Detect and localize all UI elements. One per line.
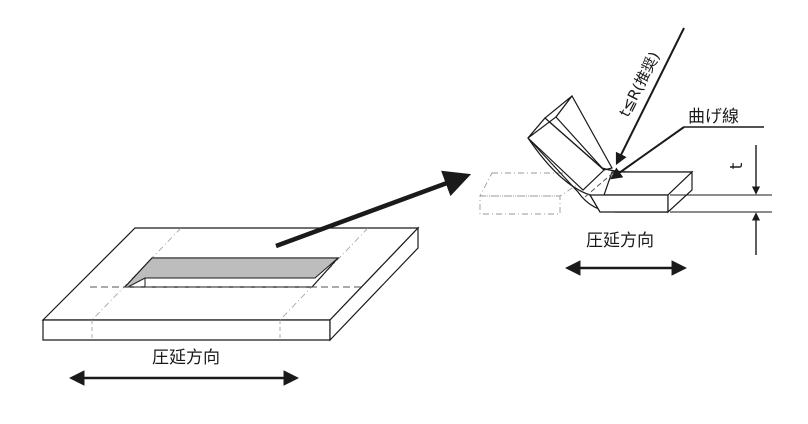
plate-side-face	[329, 226, 419, 342]
sample-rolling-direction: 圧延方向	[564, 231, 688, 276]
plate-rolling-direction-label: 圧延方向	[152, 348, 220, 368]
plate-rolling-direction: 圧延方向	[68, 348, 300, 386]
bent-sample	[479, 94, 694, 215]
plate-front-face	[42, 319, 331, 341]
ghost-plate-front	[479, 195, 561, 215]
transition-arrow	[275, 170, 472, 249]
radius-callout: t≦R(推奨)	[615, 27, 685, 166]
bend-front-edge	[527, 137, 601, 213]
bend-line-leader-arrow	[610, 126, 685, 180]
bend-line-callout: 曲げ線	[610, 107, 764, 180]
radius-leader-arrow	[615, 27, 685, 166]
sample-rolling-direction-label: 圧延方向	[586, 231, 654, 251]
guide-line-right	[279, 227, 369, 321]
thickness-dimension: t	[670, 145, 772, 255]
bent-foot-front	[588, 194, 669, 213]
flat-plate	[41, 226, 420, 342]
bend-line-label: 曲げ線	[688, 107, 739, 127]
guide-line-left	[91, 227, 182, 321]
sample-bend-line	[584, 171, 615, 198]
bent-foot-side	[667, 170, 693, 214]
thickness-label: t	[727, 162, 747, 169]
